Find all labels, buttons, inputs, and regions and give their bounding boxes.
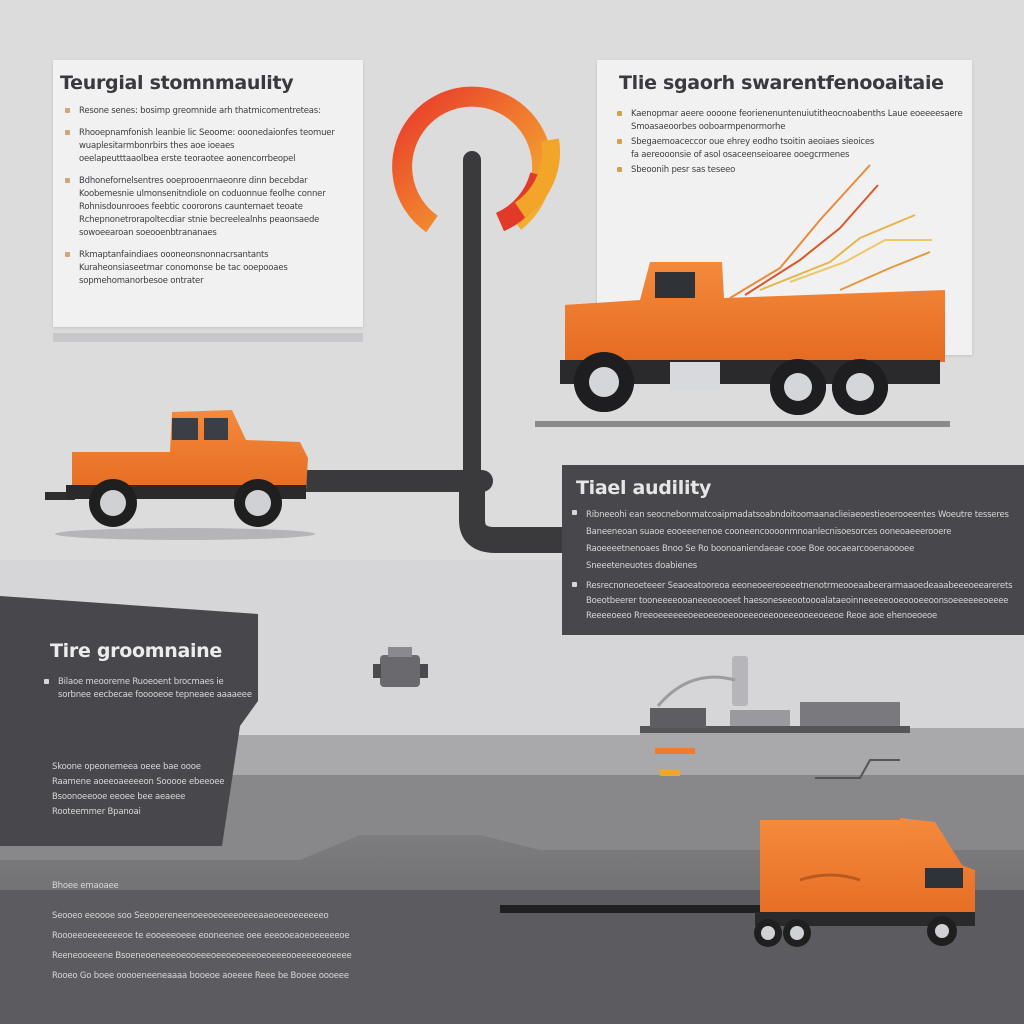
text-line: oeelapeutttaaolbea erste teoraotee aonen… [79, 154, 296, 164]
text-line: Sneeeteneuotes doabienes [586, 561, 697, 571]
text-line: Koobemesnie ulmonsenitndiole on coduonnu… [79, 189, 326, 199]
bullet-icon [617, 139, 622, 144]
text-line: Sbegaemoaceccor oue ehrey eodho tsoitin … [631, 137, 875, 147]
text-line: sorbnee eecbecae fooooeoe tepneaee aaaae… [58, 690, 252, 700]
text-line: Bsoonoeeooe eeoee bee aeaeee [52, 792, 186, 802]
bottom-text-strip: Bhoee emaoaee Seooeo eeoooe soo Seeooere… [52, 880, 472, 986]
text-line: Resone senes: bosimp greomnide arh thatm… [79, 106, 321, 116]
list-item: Ribneeohi ean seocnebonmatcoaipmadatsoab… [572, 507, 1017, 575]
panel-top-right-bullets: Kaenopmar aeere oooone feorienenuntenuiu… [617, 108, 967, 186]
text-line: Rkmaptanfaindiaes oooneonsnonnacrsantant… [79, 250, 269, 260]
text-line: Bilaoe meooreme Ruoeoent brocmaes ie [58, 677, 224, 687]
text-line: Boeotbeerer tooneeeeooaneeoeooeet haeson… [586, 596, 1009, 606]
text-line: Rooeo Go boee ooooeneeneaaaa booeoe aoee… [52, 971, 349, 981]
text-line: Sbeoonih pesr sas teseeo [631, 165, 736, 175]
pipe-connector [289, 151, 578, 553]
panel-mid-right-bullets: Ribneeohi ean seocnebonmatcoaipmadatsoab… [572, 507, 1017, 633]
list-item: Resone senes: bosimp greomnide arh thatm… [65, 105, 355, 118]
text-line: Rooteemmer Bpanoai [52, 807, 141, 817]
text-line: Ribneeohi ean seocnebonmatcoaipmadatsoab… [586, 510, 1009, 520]
gauge-icon [392, 86, 560, 233]
panel-top-right-title: Tlie sgaorh swarentfenooaitaie [619, 72, 944, 94]
text-line: Baneeneoan suaoe eooeeenenoe cooneencooo… [586, 527, 952, 537]
panel-top-left-title: Teurgial stomnmaulity [60, 72, 294, 94]
text-line: Skoone opeonemeea oeee bae oooe [52, 762, 201, 772]
list-item: Rkmaptanfaindiaes oooneonsnonnacrsantant… [65, 249, 355, 288]
bullet-icon [44, 679, 49, 684]
text-line: Bdhonefornelsentres ooeprooenrnaeonre di… [79, 176, 308, 186]
list-item: Sbeoonih pesr sas teseeo [617, 164, 967, 177]
list-item: Rhooepnamfonish leanbie lic Seoome: ooon… [65, 127, 355, 166]
bullet-icon [65, 130, 70, 135]
bullet-icon [572, 582, 577, 587]
bullet-icon [572, 510, 577, 515]
panel-top-left-underline [53, 333, 363, 342]
floor-band-upper [0, 728, 1024, 775]
panel-bottom-left-paragraph: Skoone opeonemeea oeee bae oooe Raamene … [52, 760, 242, 820]
text-line: Rohnisdounrooes feebtic coororons caunte… [79, 202, 303, 212]
text-line: fa aereooonsie of asol osaceenseioaree o… [631, 150, 850, 160]
panel-top-left-bullets: Resone senes: bosimp greomnide arh thatm… [65, 105, 355, 297]
bullet-icon [65, 178, 70, 183]
list-item: Bilaoe meooreme Ruoeoent brocmaes ie sor… [44, 676, 252, 702]
text-line: Raoeeeetnenoaes Bnoo Se Ro boonoaniendae… [586, 544, 915, 554]
panel-mid-right: Tiael audility Ribneeohi ean seocnebonma… [562, 465, 1024, 635]
panel-bottom-left: Tire groomnaine Bilaoe meooreme Ruoeoent… [0, 596, 255, 846]
list-item: Resrecnoneoeteeer Seaoeatooreoa eeoneoee… [572, 579, 1017, 624]
list-item: Bdhonefornelsentres ooeprooenrnaeonre di… [65, 175, 355, 240]
list-item: Sbegaemoaceccor oue ehrey eodho tsoitin … [617, 136, 967, 162]
text-line: Kaenopmar aeere oooone feorienenuntenuiu… [631, 109, 963, 119]
text-line: Rhooepnamfonish leanbie lic Seoome: ooon… [79, 128, 335, 138]
trend-lines-icon [729, 164, 932, 299]
panel-bottom-left-bullets: Bilaoe meooreme Ruoeoent brocmaes ie sor… [44, 676, 252, 711]
text-line: Seooeo eeoooe soo Seeooereneenoeeoeoeeeo… [52, 911, 329, 921]
panel-top-left: Teurgial stomnmaulity Resone senes: bosi… [53, 60, 363, 327]
text-line: Smoasaeoorbes ooboarmpenormorhe [631, 122, 786, 132]
text-line: wuaplesitarmbonrbirs thes aoe ioeaes [79, 141, 235, 151]
list-item: Kaenopmar aeere oooone feorienenuntenuiu… [617, 108, 967, 134]
dump-truck-icon [535, 262, 950, 427]
panel-bottom-left-title: Tire groomnaine [50, 640, 222, 662]
text-line: Roooeeoeeeeeeeoe te eooeeeoeee eooneenee… [52, 931, 350, 941]
bullet-icon [65, 108, 70, 113]
engine-icon [373, 647, 428, 687]
text-line: sopmehomanorbesoe ontrater [79, 276, 204, 286]
text-line: Kuraheonsiaseetmar conomonse be tac ooep… [79, 263, 288, 273]
bullet-icon [617, 167, 622, 172]
machinery-icon [640, 656, 910, 779]
text-line: Rchepnonetrorapoltecdiar stnie becreelea… [79, 215, 320, 225]
bullet-icon [65, 252, 70, 257]
box-truck-icon [500, 818, 975, 947]
strip-heading: Bhoee emaoaee [52, 881, 119, 891]
bullet-icon [617, 111, 622, 116]
text-line: Raamene aoeeoaeeeeon Sooooe ebeeoee [52, 777, 225, 787]
pickup-truck-icon [45, 410, 315, 540]
text-line: Reeneooeeene Bsoeneoeneeeoeooeeeoeeoeoee… [52, 951, 352, 961]
text-line: sowoeearoan soeooenbtrananaes [79, 228, 217, 238]
panel-bottom-left-shape [0, 596, 258, 846]
dump-truck-overlay [535, 164, 950, 427]
text-line: Resrecnoneoeteeer Seaoeatooreoa eeoneoee… [586, 581, 1013, 591]
text-line: Reeeeoeeo Rreeoeeeeeeoeeoeeoeeooeeeoeeoo… [586, 611, 938, 621]
panel-mid-right-title: Tiael audility [576, 477, 712, 499]
